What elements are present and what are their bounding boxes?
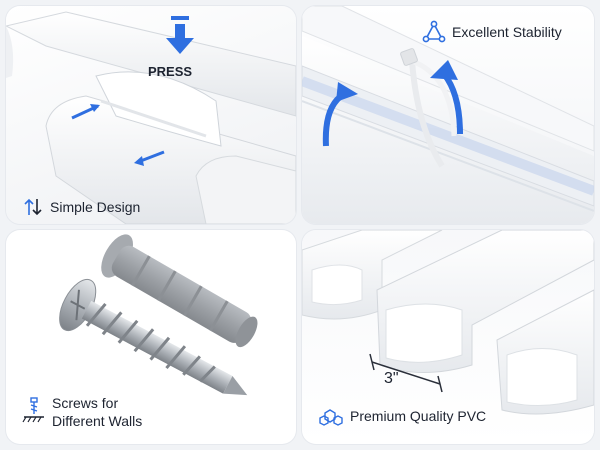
duct-cable-tie-illustration — [302, 6, 594, 224]
feature-label-premium-pvc: Premium Quality PVC — [318, 404, 486, 428]
screw-wall-icon — [22, 396, 46, 426]
feature-title-line1: Screws for — [52, 395, 119, 411]
up-down-arrows-icon — [22, 196, 44, 218]
panel-screws: Screws for Different Walls — [6, 230, 296, 444]
feature-label-simple-design: Simple Design — [22, 196, 140, 218]
duct-profile-illustration — [302, 230, 594, 415]
screw — [59, 278, 248, 396]
panel-simple-design: PRESS Simple Design — [6, 6, 296, 224]
curved-up-arrow-icon — [322, 82, 358, 147]
dimension-line — [369, 353, 443, 393]
side-arrow-icon — [71, 104, 100, 120]
feature-title: Excellent Stability — [452, 24, 562, 40]
feature-label-excellent-stability: Excellent Stability — [422, 20, 562, 44]
side-arrow-icon — [134, 150, 165, 166]
curved-up-arrow-icon — [430, 60, 463, 135]
dimension-label: 3" — [384, 370, 399, 387]
feature-title: Simple Design — [50, 199, 141, 215]
feature-label-screws: Screws for Different Walls — [22, 394, 142, 430]
panel-premium-pvc: 3" Premium Quality PVC — [302, 230, 594, 444]
wall-anchor — [101, 234, 258, 348]
screw-anchor-illustration — [59, 234, 258, 396]
triangle-nodes-icon — [422, 20, 446, 44]
press-down-arrow-icon — [166, 16, 194, 54]
molecule-icon — [318, 404, 344, 428]
duct-press-illustration — [6, 11, 296, 224]
feature-title-line2: Different Walls — [52, 413, 143, 429]
feature-title: Screws for Different Walls — [52, 394, 142, 430]
feature-title: Premium Quality PVC — [350, 408, 487, 424]
press-label: PRESS — [148, 64, 193, 79]
panel-excellent-stability: Excellent Stability — [302, 6, 594, 224]
